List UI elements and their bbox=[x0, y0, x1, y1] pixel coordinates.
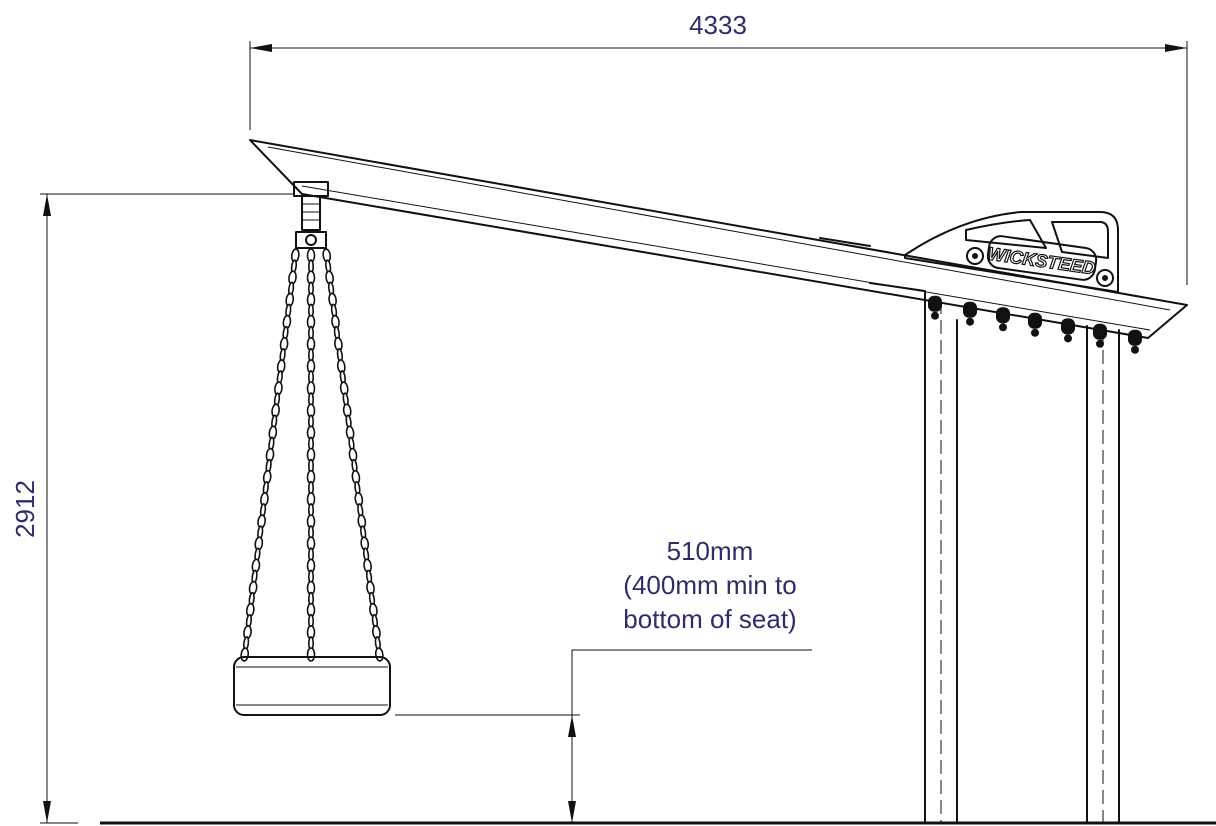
swing-seat bbox=[233, 656, 391, 716]
beam-clamp bbox=[1061, 318, 1075, 343]
chain-link bbox=[240, 647, 250, 662]
chain-link bbox=[374, 647, 384, 662]
support-posts bbox=[924, 291, 1120, 824]
brand-plate: WICKSTEED bbox=[904, 211, 1119, 293]
beam-strap bbox=[869, 282, 926, 292]
seat-leader-line bbox=[571, 649, 812, 665]
beam-clamp bbox=[928, 295, 942, 320]
seat-clearance-line2: (400mm min to bbox=[623, 570, 796, 600]
beam-clamp bbox=[996, 307, 1010, 332]
brand-plate-bolt-right bbox=[1096, 269, 1114, 287]
height-arrow-bottom bbox=[43, 801, 51, 823]
swing-chains bbox=[240, 248, 384, 662]
seat-clearance-dimension: 510mm (400mm min to bottom of seat) bbox=[395, 536, 812, 823]
beam-clamp bbox=[1128, 329, 1142, 354]
brand-plate-cutout bbox=[1051, 221, 1109, 259]
seat-clearance-line1: 510mm bbox=[667, 536, 754, 566]
beam-clamp bbox=[963, 301, 977, 326]
pivot-hanger bbox=[293, 181, 329, 249]
height-arrow-top bbox=[43, 194, 51, 216]
beam-clamp bbox=[1028, 312, 1042, 337]
height-dimension: 2912 bbox=[10, 193, 295, 824]
top-beam bbox=[249, 139, 1188, 339]
seat-clearance-line3: bottom of seat) bbox=[623, 604, 796, 634]
height-dimension-value: 2912 bbox=[10, 480, 40, 538]
length-arrow-right bbox=[1165, 44, 1187, 52]
beam-clamps bbox=[928, 295, 1142, 354]
brand-plate-bolt-left bbox=[966, 247, 984, 265]
chain-link bbox=[306, 647, 316, 662]
length-dimension: 4333 bbox=[249, 10, 1188, 285]
length-dimension-value: 4333 bbox=[689, 10, 747, 40]
brand-plate-cutout-left bbox=[965, 219, 1047, 249]
length-arrow-left bbox=[250, 44, 272, 52]
beam-clamp bbox=[1093, 323, 1107, 348]
